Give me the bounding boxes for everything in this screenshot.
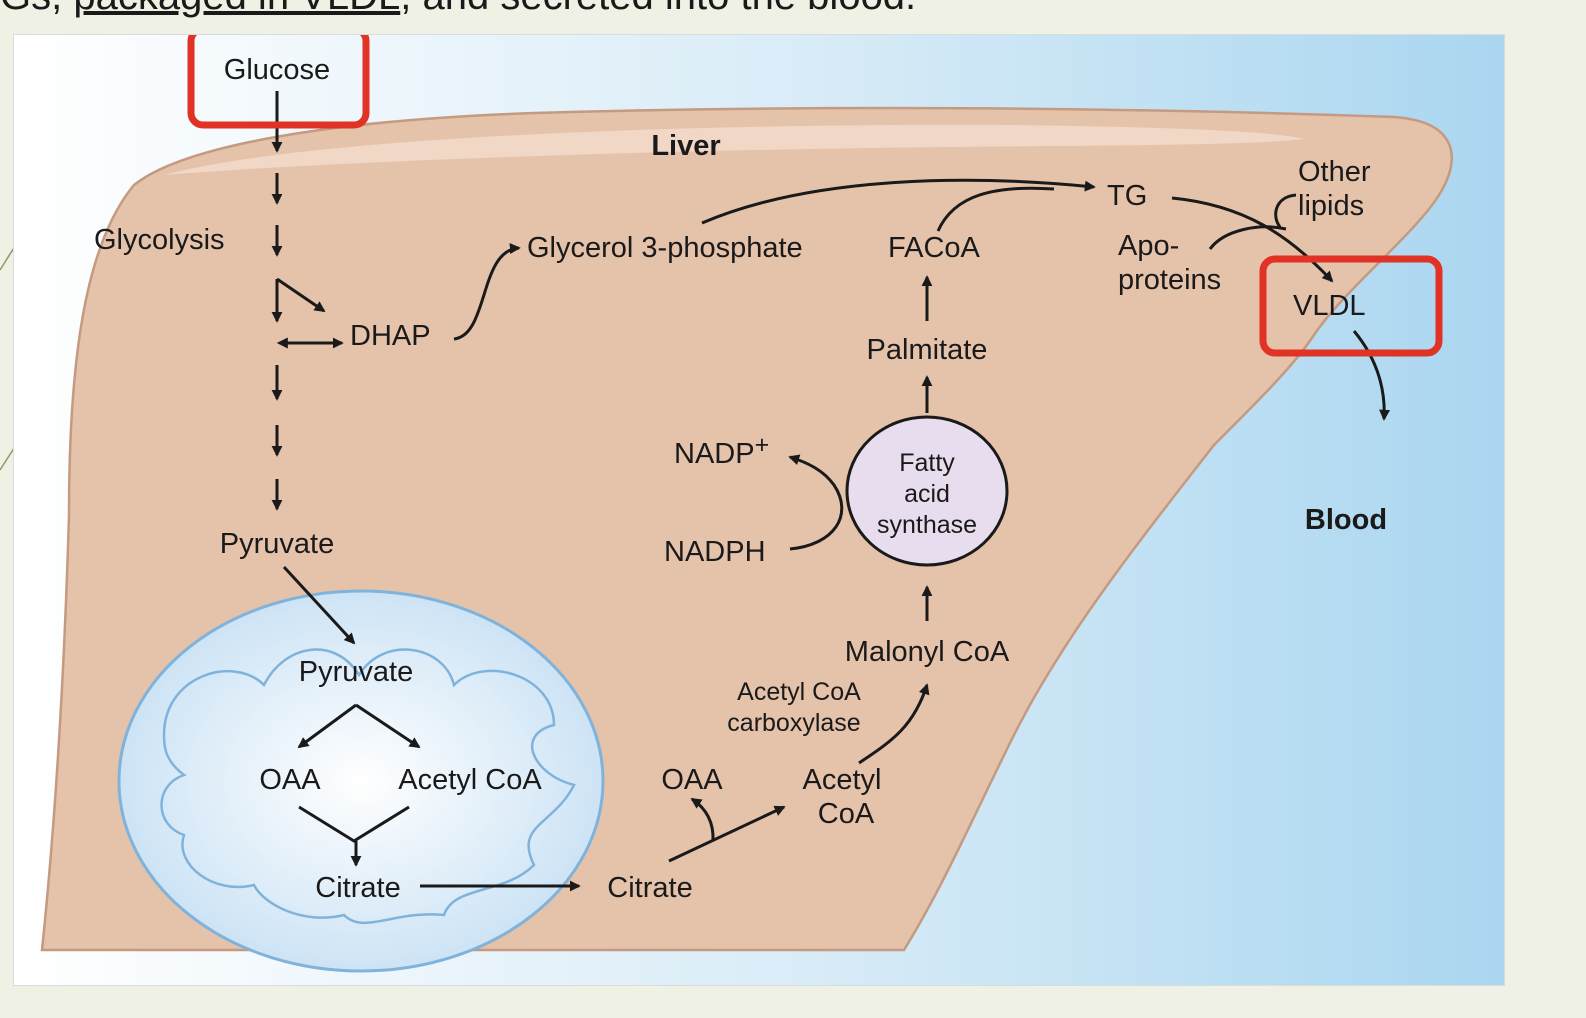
glycolysis-arrows [271, 91, 356, 645]
citrate-cleavage-arrows [668, 178, 1391, 863]
arrow-acetylcoa-malonylcoa [858, 683, 930, 765]
liver-lipogenesis-figure: Glucose Liver Glycolysis DHAP Glycerol 3… [13, 34, 1505, 986]
pyruvate-cytosol-label: Pyruvate [220, 528, 334, 560]
oaa-mito-label: OAA [259, 764, 321, 796]
other-lipids-label: Other [1298, 156, 1371, 188]
arrow-oaa-citrate [298, 805, 410, 843]
vldl-label: VLDL [1293, 290, 1366, 322]
arrow-pyruvate-acetylcoa [355, 703, 421, 749]
facoa-label: FACoA [888, 232, 981, 264]
arrow-pyruvate-to-mito [282, 565, 356, 645]
arrow-nadph-nadp [788, 454, 844, 551]
arrow-citrate-acetylcoa [668, 805, 786, 863]
arrow-to-dhap-branch [276, 277, 326, 313]
other-lipids-label: lipids [1298, 190, 1364, 222]
acetylcoa-mito-label: Acetyl CoA [398, 764, 542, 796]
apoproteins-label: proteins [1118, 264, 1221, 296]
oaa-cytosol-label: OAA [661, 764, 723, 796]
mitochondrion-cristae [160, 648, 576, 925]
arrow-facoa-tg [936, 186, 1055, 232]
acetyl-cytosol-label: CoA [818, 798, 875, 830]
mitochondrion-outer [117, 589, 605, 973]
blood-region-label: Blood [1305, 504, 1387, 536]
arrow-otherlipids-merge [1274, 193, 1297, 228]
arrow-pyruvate-oaa [297, 703, 357, 749]
slide-caption: Gs, packaged in VLDL, and secreted into … [0, 0, 916, 19]
acetyl-cytosol-label: Acetyl [803, 764, 882, 796]
enzyme-acc-label: carboxylase [727, 709, 860, 737]
arrow-glycerol-tg [701, 178, 1096, 225]
enzyme-acc-label: Acetyl CoA [737, 678, 861, 706]
caption-underlined-text: packaged in VLDL [73, 0, 400, 18]
nadph-label: NADPH [664, 536, 766, 568]
arrow-apoproteins-merge [1208, 225, 1287, 250]
fas-label: acid [904, 480, 950, 508]
vldl-highlight-box [1259, 255, 1443, 357]
nadp-label: NADP+ [674, 431, 769, 470]
palmitate-label: Palmitate [867, 334, 988, 366]
citrate-cytosol-label: Citrate [607, 872, 692, 904]
glucose-label: Glucose [224, 54, 330, 86]
liver-highlight [164, 124, 1304, 175]
citrate-mito-label: Citrate [315, 872, 400, 904]
pyruvate-mito-label: Pyruvate [299, 656, 413, 688]
apoproteins-label: Apo- [1118, 230, 1179, 262]
fatty-acid-synthase-circle [845, 415, 1009, 567]
fas-label: synthase [877, 511, 977, 539]
tg-label: TG [1107, 180, 1147, 212]
glucose-highlight-box [187, 35, 370, 129]
malonylcoa-label: Malonyl CoA [845, 636, 1010, 668]
dhap-label: DHAP [350, 320, 431, 352]
glycerol3p-label: Glycerol 3-phosphate [527, 232, 803, 264]
liver-region-label: Liver [651, 130, 720, 162]
fas-label: Fatty [899, 449, 955, 477]
pathway-diagram: Glucose Liver Glycolysis DHAP Glycerol 3… [14, 35, 1504, 985]
arrow-vldl-blood [1352, 330, 1391, 421]
arrow-to-oaa [690, 797, 715, 842]
glycolysis-label: Glycolysis [94, 224, 225, 256]
mito-arrows [297, 703, 581, 892]
arrow-tg-vldl [1171, 196, 1334, 283]
arrow-dhap-glycerol3p [453, 242, 521, 341]
